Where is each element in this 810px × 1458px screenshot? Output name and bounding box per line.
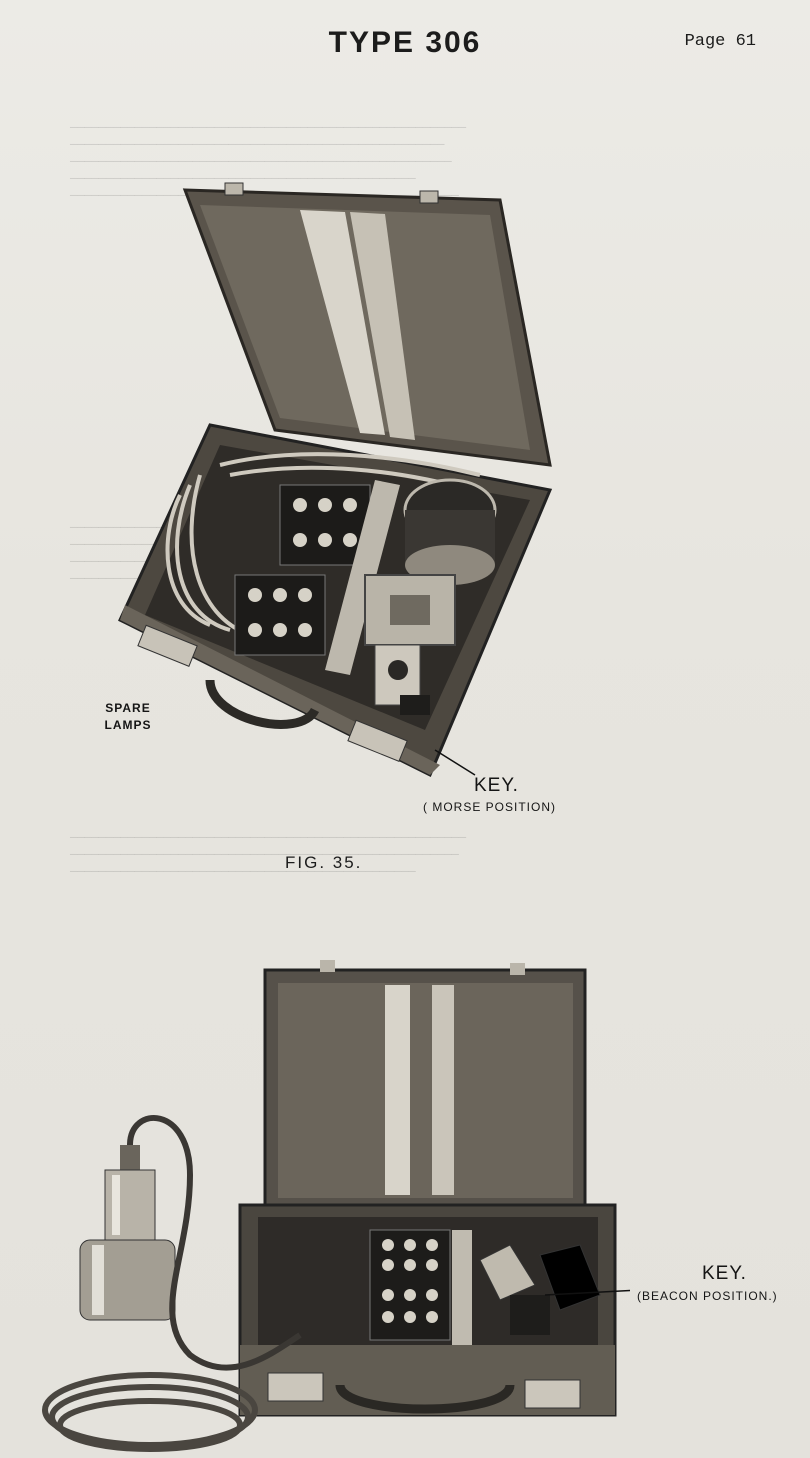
spare-lamps-label: SPARE LAMPS (104, 701, 152, 732)
key-position-label: ( MORSE POSITION) (423, 800, 557, 814)
key-position-label: (BEACON POSITION.) (637, 1289, 778, 1303)
figure-35-photo (118, 182, 553, 778)
show-through-text: ────────────────────────────────────────… (70, 121, 467, 203)
show-through-text: ────────────────────────────────────────… (70, 831, 467, 879)
figure-caption: FIG. 35. (285, 853, 363, 872)
key-label: KEY. (474, 775, 519, 796)
key-label: KEY. (702, 1263, 747, 1284)
page-number: Page 61 (684, 32, 756, 51)
page-title: TYPE 306 (328, 26, 482, 59)
figure-36-photo (42, 960, 630, 1452)
